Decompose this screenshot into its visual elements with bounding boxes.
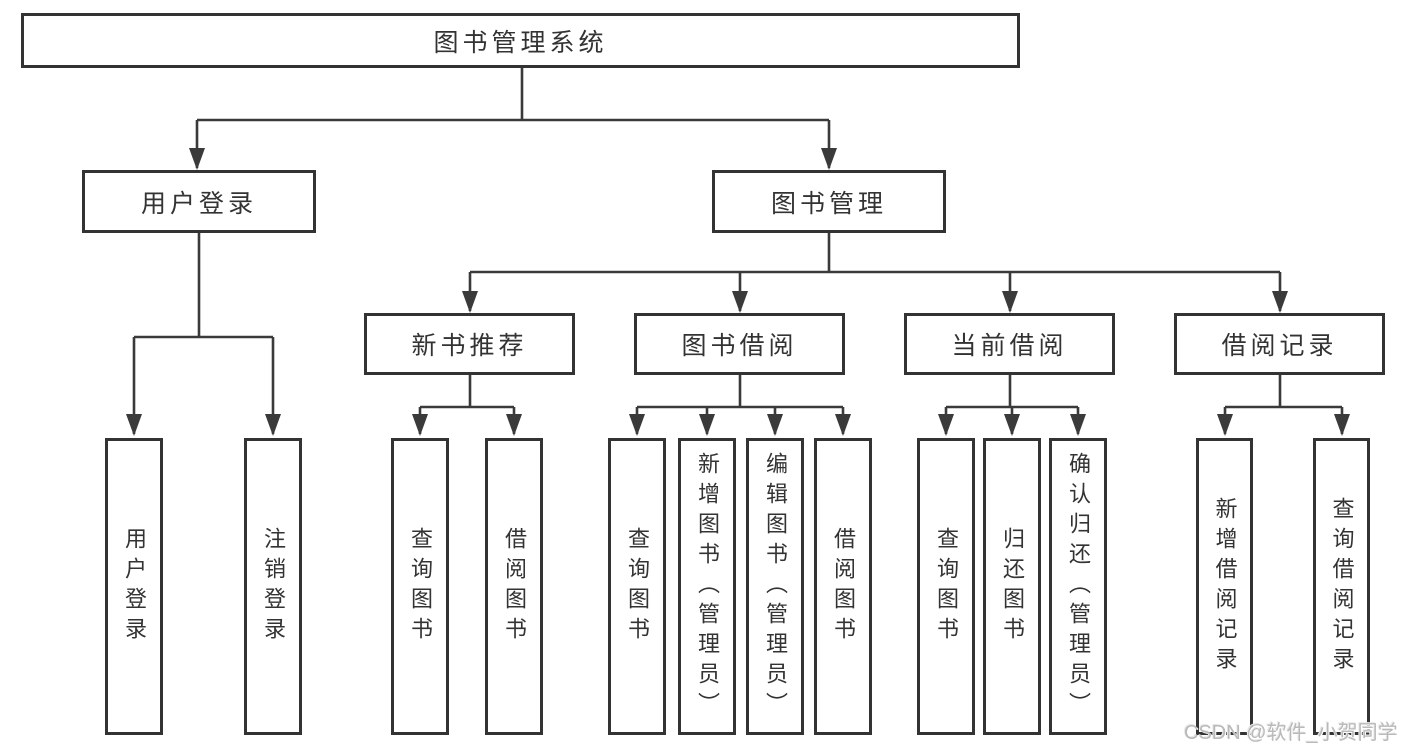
- leaf-query-books-current: 查询图书: [917, 438, 975, 735]
- node-label: 用户登录: [122, 526, 147, 647]
- leaf-logout: 注销登录: [244, 438, 302, 735]
- leaf-confirm-return-admin: 确认归还（管理员）: [1049, 438, 1107, 735]
- node-label: 查询借阅记录: [1329, 496, 1355, 677]
- node-new-book-recommendation: 新书推荐: [364, 313, 575, 375]
- node-label: 新增图书（管理员）: [695, 451, 720, 722]
- node-label: 编辑图书（管理员）: [763, 451, 788, 722]
- node-label: 图书借阅: [681, 332, 798, 360]
- csdn-watermark: CSDN @软件_小贺同学: [1184, 722, 1398, 744]
- node-label: 查询图书: [934, 526, 959, 647]
- node-label: 确认归还（管理员）: [1066, 451, 1091, 722]
- node-label: 借阅记录: [1221, 332, 1338, 360]
- node-book-management: 图书管理: [712, 170, 946, 233]
- node-label: 查询图书: [625, 526, 650, 647]
- node-label: 当前借阅: [951, 332, 1068, 360]
- node-borrowing-records: 借阅记录: [1174, 313, 1385, 375]
- leaf-add-borrow-record: 新增借阅记录: [1196, 438, 1253, 735]
- node-user-login: 用户登录: [82, 170, 316, 233]
- leaf-user-login: 用户登录: [105, 438, 163, 735]
- leaf-return-books: 归还图书: [983, 438, 1041, 735]
- leaf-edit-book-admin: 编辑图书（管理员）: [746, 438, 804, 735]
- leaf-borrow-books-recommend: 借阅图书: [485, 438, 543, 735]
- leaf-add-book-admin: 新增图书（管理员）: [678, 438, 736, 735]
- leaf-borrow-books: 借阅图书: [814, 438, 872, 735]
- node-label: 用户登录: [140, 189, 257, 218]
- node-label: 查询图书: [408, 526, 433, 647]
- node-label: 新增借阅记录: [1212, 496, 1238, 677]
- leaf-query-books-borrowing: 查询图书: [608, 438, 666, 735]
- node-label: 借阅图书: [831, 526, 856, 647]
- node-label: 新书推荐: [411, 332, 528, 360]
- node-label: 图书管理: [770, 189, 887, 218]
- node-label: 注销登录: [261, 526, 286, 647]
- leaf-query-books-recommend: 查询图书: [391, 438, 449, 735]
- leaf-query-borrow-record: 查询借阅记录: [1313, 438, 1370, 735]
- node-library-management-system: 图书管理系统: [21, 13, 1020, 68]
- node-book-borrowing: 图书借阅: [634, 313, 845, 375]
- node-label: 归还图书: [1000, 526, 1025, 647]
- node-label: 借阅图书: [502, 526, 527, 647]
- node-current-borrowing: 当前借阅: [904, 313, 1115, 375]
- node-label: 图书管理系统: [433, 28, 608, 57]
